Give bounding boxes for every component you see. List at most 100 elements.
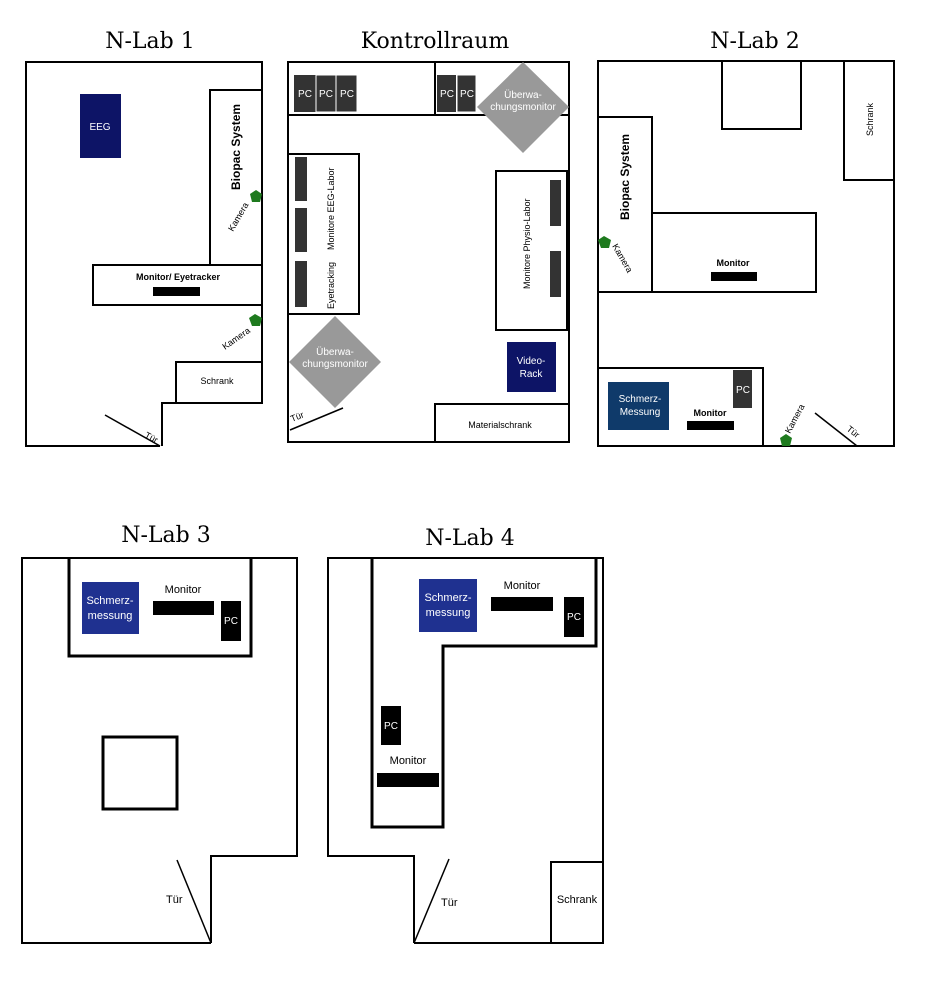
nlab3-monitor-label: Monitor	[165, 584, 202, 596]
nlab1-eeg-label: EEG	[89, 122, 110, 133]
nlab4-monitor2-bar	[377, 773, 439, 787]
nlab4-pc2-label: PC	[384, 721, 398, 732]
nlab4-title: N-Lab 4	[425, 526, 514, 551]
nlab1: N-Lab 1 Tür EEG Biopac System Kamera Mon…	[25, 29, 263, 447]
nlab1-biopac-table	[209, 89, 262, 265]
kontroll-eeg-screen2	[295, 208, 307, 252]
nlab3-pc-label: PC	[224, 616, 238, 627]
nlab1-outline	[25, 61, 263, 447]
nlab2-door-swing	[814, 412, 858, 447]
nlab4-pc1-box	[564, 597, 584, 637]
nlab1-eeg-box	[80, 94, 121, 158]
nlab3-pc-box	[221, 601, 241, 641]
nlab1-monitor-bar	[153, 287, 200, 296]
kontroll-ueberwachung-top	[477, 62, 569, 153]
nlab2-biopac-table	[598, 116, 817, 293]
kontroll-door-swing	[289, 407, 344, 431]
kontroll-physio-screen1	[550, 180, 561, 226]
nlab4-door-swing	[413, 858, 450, 944]
nlab2-kamera1-label: Kamera	[610, 242, 634, 274]
nlab1-title: N-Lab 1	[105, 29, 194, 54]
nlab2-alcove	[721, 61, 802, 130]
kontroll-monitore-eeg-label: Monitore EEG-Labor	[326, 167, 336, 250]
nlab3-outline	[21, 557, 298, 944]
kontroll-video-l2: Rack	[520, 369, 544, 380]
nlab2-biopac-label: Biopac System	[618, 134, 632, 220]
nlab4-schrank-label: Schrank	[557, 894, 598, 906]
nlab4-pc1-label: PC	[567, 612, 581, 623]
nlab2-schrank-box	[843, 61, 894, 181]
nlab2-schmerz-table	[598, 367, 764, 446]
nlab3-square-table	[101, 735, 179, 811]
nlab2-schrank-label: Schrank	[865, 102, 875, 136]
kontroll-pc4-label: PC	[440, 89, 454, 100]
kontroll-pc1-box	[294, 75, 316, 112]
nlab2-kamera2-icon	[780, 434, 792, 446]
nlab2-kamera1-icon	[598, 236, 611, 248]
kontroll-eeg-screen3	[295, 261, 307, 307]
nlab4-monitor1-bar	[491, 597, 553, 611]
kontroll-monitore-physio-label: Monitore Physio-Labor	[522, 198, 532, 289]
kontroll-eyetracking-label: Eyetracking	[326, 262, 336, 309]
nlab3-monitor-bar	[153, 601, 214, 615]
nlab2-schmerz-l2: Messung	[620, 407, 661, 418]
kontroll-ueberwachung-bot-l1: Überwa-	[316, 346, 354, 358]
kontroll-video-rack-box	[507, 342, 556, 392]
kontroll-eeg-screen1	[295, 157, 307, 201]
nlab1-monitor-table	[92, 264, 263, 306]
nlab2-outline	[597, 60, 895, 447]
kontroll-physio-screen2	[550, 251, 561, 297]
nlab3-schmerz-box	[82, 582, 139, 634]
nlab4-l-table	[370, 558, 598, 829]
nlab1-door-label: Tür	[143, 430, 160, 445]
nlab4-pc2-box	[381, 706, 401, 745]
nlab2-schmerz-box	[608, 382, 669, 430]
nlab2-monitor2-bar	[687, 421, 734, 430]
kontroll-pc4-box	[437, 75, 456, 112]
nlab1-schrank-label: Schrank	[200, 376, 234, 386]
nlab2-kamera2-label: Kamera	[783, 402, 807, 435]
nlab2-pc-box	[733, 370, 752, 408]
nlab3-title: N-Lab 3	[121, 523, 210, 548]
kontroll-pc3-label: PC	[340, 89, 354, 100]
nlab1-kamera2-label: Kamera	[220, 325, 252, 351]
kontroll-materialschrank-label: Materialschrank	[468, 420, 532, 430]
nlab1-biopac-label: Biopac System	[229, 104, 243, 190]
nlab3-door-label: Tür	[166, 894, 183, 906]
nlab1-schrank-box	[175, 361, 262, 403]
nlab2-monitor1-bar	[711, 272, 757, 281]
nlab2: N-Lab 2 Schrank Biopac System Kamera Mon…	[597, 29, 895, 447]
nlab3-table	[67, 558, 253, 658]
nlab3-schmerz-l2: messung	[88, 610, 133, 622]
kontroll-ueberwachung-bottom	[289, 316, 381, 408]
nlab1-kamera1-label: Kamera	[226, 201, 250, 233]
nlab1-kamera2-icon	[249, 314, 262, 326]
kontroll-ueberwachung-top-l2: chungsmonitor	[490, 102, 556, 113]
kontroll-pc2-label: PC	[319, 89, 333, 100]
nlab1-kamera1-icon	[250, 190, 262, 202]
kontroll-materialschrank-box	[434, 403, 569, 442]
nlab4-schmerz-l2: messung	[426, 607, 471, 619]
nlab1-door-swing	[104, 414, 161, 447]
nlab4-schmerz-box	[419, 579, 477, 632]
kontroll-pc3-box	[335, 74, 358, 113]
kontroll-ueberwachung-top-l1: Überwa-	[504, 89, 542, 101]
kontrollraum: Kontrollraum PC PC PC PC PC Überwa- chun…	[287, 29, 570, 443]
kontroll-eeg-desk	[287, 153, 360, 315]
nlab4-door-label: Tür	[441, 897, 458, 909]
nlab4-monitor1-label: Monitor	[504, 580, 541, 592]
kontroll-pc5-box	[456, 74, 477, 113]
kontroll-video-l1: Video-	[517, 356, 546, 367]
nlab3-schmerz-l1: Schmerz-	[86, 595, 133, 607]
nlab4-monitor2-label: Monitor	[390, 755, 427, 767]
kontroll-pc1-label: PC	[298, 89, 312, 100]
nlab2-monitor1-label: Monitor	[717, 258, 750, 268]
nlab4-schmerz-l1: Schmerz-	[424, 592, 471, 604]
kontroll-ueberwachung-bot-l2: chungsmonitor	[302, 359, 368, 370]
nlab2-pc-label: PC	[736, 385, 750, 396]
nlab4-schrank-box	[550, 861, 603, 943]
nlab3: N-Lab 3 Schmerz- messung Monitor PC Tür	[21, 523, 298, 944]
nlab3-door-swing	[176, 859, 212, 944]
kontroll-door-label: Tür	[289, 410, 305, 424]
